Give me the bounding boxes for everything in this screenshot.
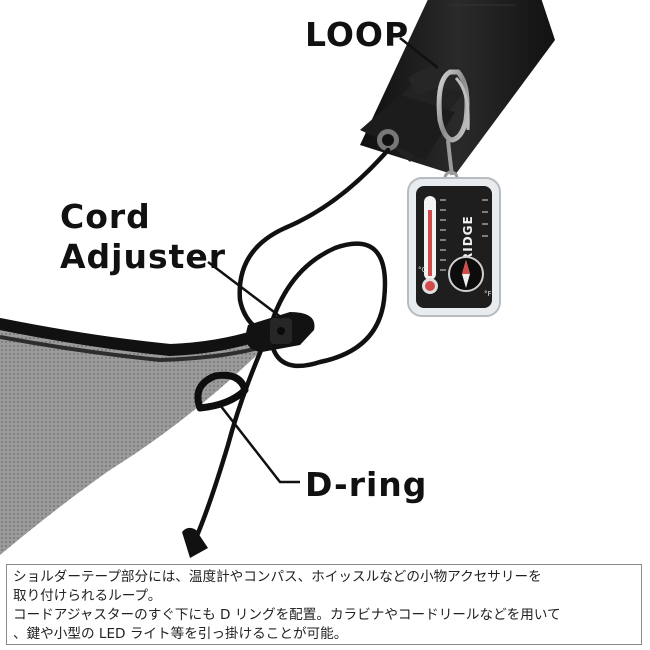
- cord-adjuster-callout-line2: Adjuster: [60, 237, 227, 276]
- caption-box: ショルダーテープ部分には、温度計やコンパス、ホイッスルなどの小物アクセサリーを …: [6, 564, 642, 645]
- cord-adjuster-callout-line1: Cord: [60, 197, 151, 236]
- loop-callout: LOOP: [305, 15, 410, 54]
- d-ring-callout: D-ring: [305, 465, 428, 504]
- caption-line-2: 取り付けられるループ。: [13, 588, 162, 604]
- mesh-pouch: [0, 318, 268, 555]
- unit-f-label: °F: [484, 290, 492, 298]
- cord-end-stopper: [182, 527, 208, 558]
- cord-adjuster: [245, 312, 315, 352]
- product-photo: °C °F RIDGE: [0, 0, 555, 558]
- brand-label: RIDGE: [461, 215, 475, 262]
- caption-line-3: コードアジャスターのすぐ下にも D リングを配置。カラビナやコードリールなどを用…: [13, 607, 561, 623]
- d-ring: [194, 371, 249, 412]
- leader-lines: [207, 37, 439, 484]
- caption-line-1: ショルダーテープ部分には、温度計やコンパス、ホイッスルなどの小物アクセサリーを: [13, 569, 542, 585]
- caption-line-4: 、鍵や小型の LED ライト等を引っ掛けることが可能。: [13, 626, 348, 642]
- photo-illustration: °C °F RIDGE: [0, 0, 555, 558]
- grommet: [377, 129, 399, 151]
- compass: [448, 256, 484, 292]
- unit-c-label: °C: [418, 266, 427, 274]
- thermometer-tag: °C °F RIDGE: [407, 177, 501, 317]
- cord: [193, 147, 391, 541]
